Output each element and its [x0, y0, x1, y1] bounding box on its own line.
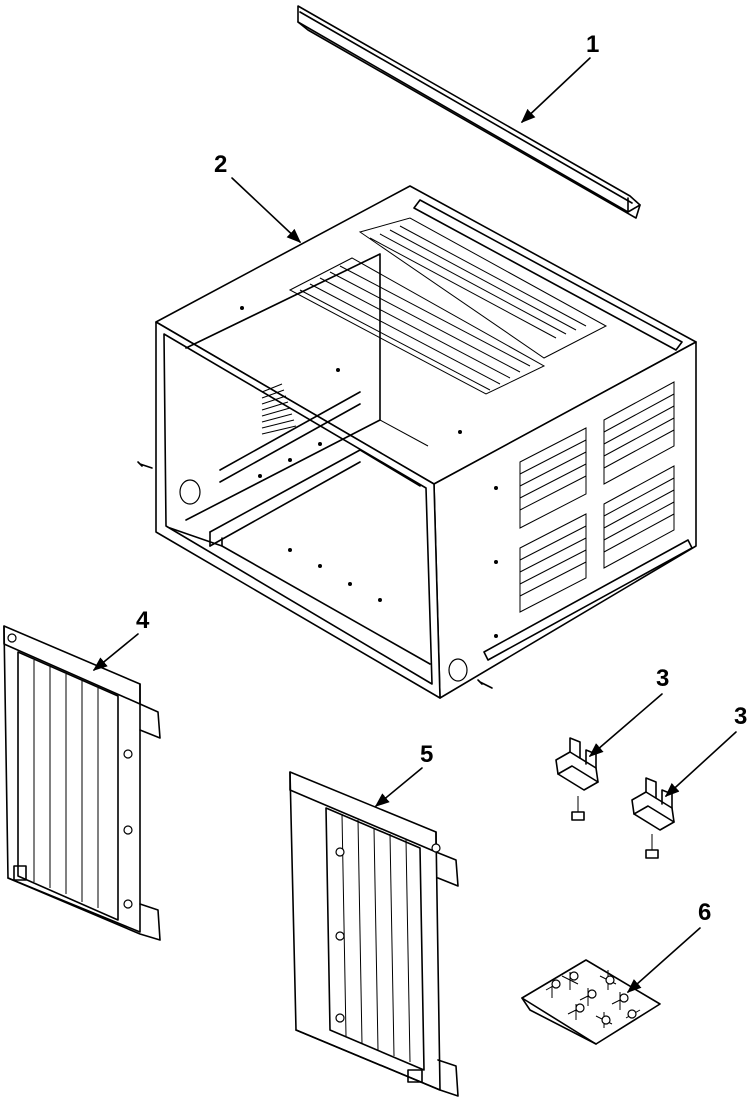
- side-louvres: [519, 381, 675, 613]
- callout-3a: 3: [656, 665, 669, 692]
- leader-6: [626, 927, 701, 993]
- part-1-top-rail: [297, 5, 641, 219]
- leader-3a: [588, 693, 663, 757]
- leader-5: [374, 767, 423, 807]
- callout-3b: 3: [734, 703, 747, 730]
- part-6-hardware-kit: [521, 959, 661, 1045]
- part-3-bracket-a: [555, 737, 599, 821]
- part-5-side-panel: [289, 771, 459, 1097]
- callout-1: 1: [586, 31, 599, 58]
- screw-left-icon: [137, 461, 153, 469]
- leader-2: [231, 177, 302, 243]
- leader-4: [92, 633, 139, 671]
- top-louvres: [288, 217, 608, 395]
- side-hole-left: [179, 479, 201, 505]
- part-2-cabinet: [137, 185, 697, 699]
- callout-6: 6: [698, 899, 711, 926]
- coil-fins: [261, 383, 297, 435]
- leader-1: [520, 57, 591, 123]
- callout-5: 5: [420, 741, 433, 768]
- part-4-side-panel: [3, 625, 161, 941]
- callout-4: 4: [136, 607, 150, 634]
- side-hole-right: [448, 658, 468, 682]
- leader-3b: [664, 731, 737, 797]
- screw-right-icon: [477, 679, 493, 689]
- callout-2: 2: [214, 151, 227, 178]
- part-3-bracket-b: [631, 777, 675, 859]
